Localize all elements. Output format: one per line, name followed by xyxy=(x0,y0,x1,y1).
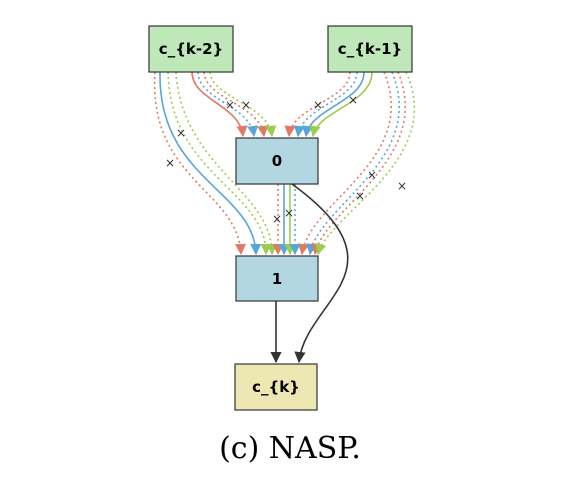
pruned-mark: × xyxy=(225,98,235,112)
node-ck1-box xyxy=(327,25,413,73)
node-ck-label: c_{k} xyxy=(252,378,300,396)
edge-0-to-ck-black xyxy=(291,183,349,364)
edge-ck1-to-0-green xyxy=(309,71,373,138)
node-1: 1 xyxy=(235,255,319,302)
edge-ck1-to-1-red-b xyxy=(311,71,406,256)
edges xyxy=(153,71,415,364)
edge-ck2-to-0-red xyxy=(191,71,248,138)
pruned-mark: × xyxy=(355,189,365,203)
node-ck1: c_{k-1} xyxy=(327,25,413,73)
pruned-mark: × xyxy=(313,98,323,112)
node-1-label: 1 xyxy=(272,270,282,288)
node-ck2-label: c_{k-2} xyxy=(159,40,223,58)
node-ck2: c_{k-2} xyxy=(148,25,234,73)
edge-ck2-to-1-green xyxy=(167,71,272,256)
edge-ck1-to-1-blue xyxy=(306,71,400,256)
edge-ck2-to-0-red-dotted xyxy=(203,71,269,138)
pruned-mark: × xyxy=(165,156,175,170)
node-ck: c_{k} xyxy=(234,363,318,411)
figure-caption: (c) NASP. xyxy=(219,431,361,466)
edge-ck1-to-1-red xyxy=(297,71,392,256)
pruned-mark: × xyxy=(284,206,294,220)
node-0-label: 0 xyxy=(272,152,282,170)
pruned-mark: × xyxy=(397,179,407,193)
pruned-mark: × xyxy=(241,98,251,112)
node-ck-box xyxy=(234,363,318,411)
edge-ck2-to-1-red xyxy=(153,71,247,256)
edge-ck1-to-0-blue-solid xyxy=(301,71,365,138)
pruned-mark: × xyxy=(176,126,186,140)
pruned-edge-marks: × × × × × × × × × × × xyxy=(165,93,407,226)
pruned-mark: × xyxy=(367,168,377,182)
edge-ck2-to-1-blue xyxy=(159,71,262,256)
edge-ck1-to-1-green xyxy=(315,71,415,256)
pruned-mark: × xyxy=(272,212,282,226)
node-0: 0 xyxy=(235,137,319,185)
node-ck1-label: c_{k-1} xyxy=(338,40,402,58)
pruned-mark: × xyxy=(348,93,358,107)
edge-ck1-to-0-blue xyxy=(293,71,358,138)
nodes: c_{k-2} c_{k-1} 0 1 c_{k} xyxy=(148,25,413,411)
node-ck2-box xyxy=(148,25,234,73)
node-1-box xyxy=(235,255,319,302)
node-0-box xyxy=(235,137,319,185)
